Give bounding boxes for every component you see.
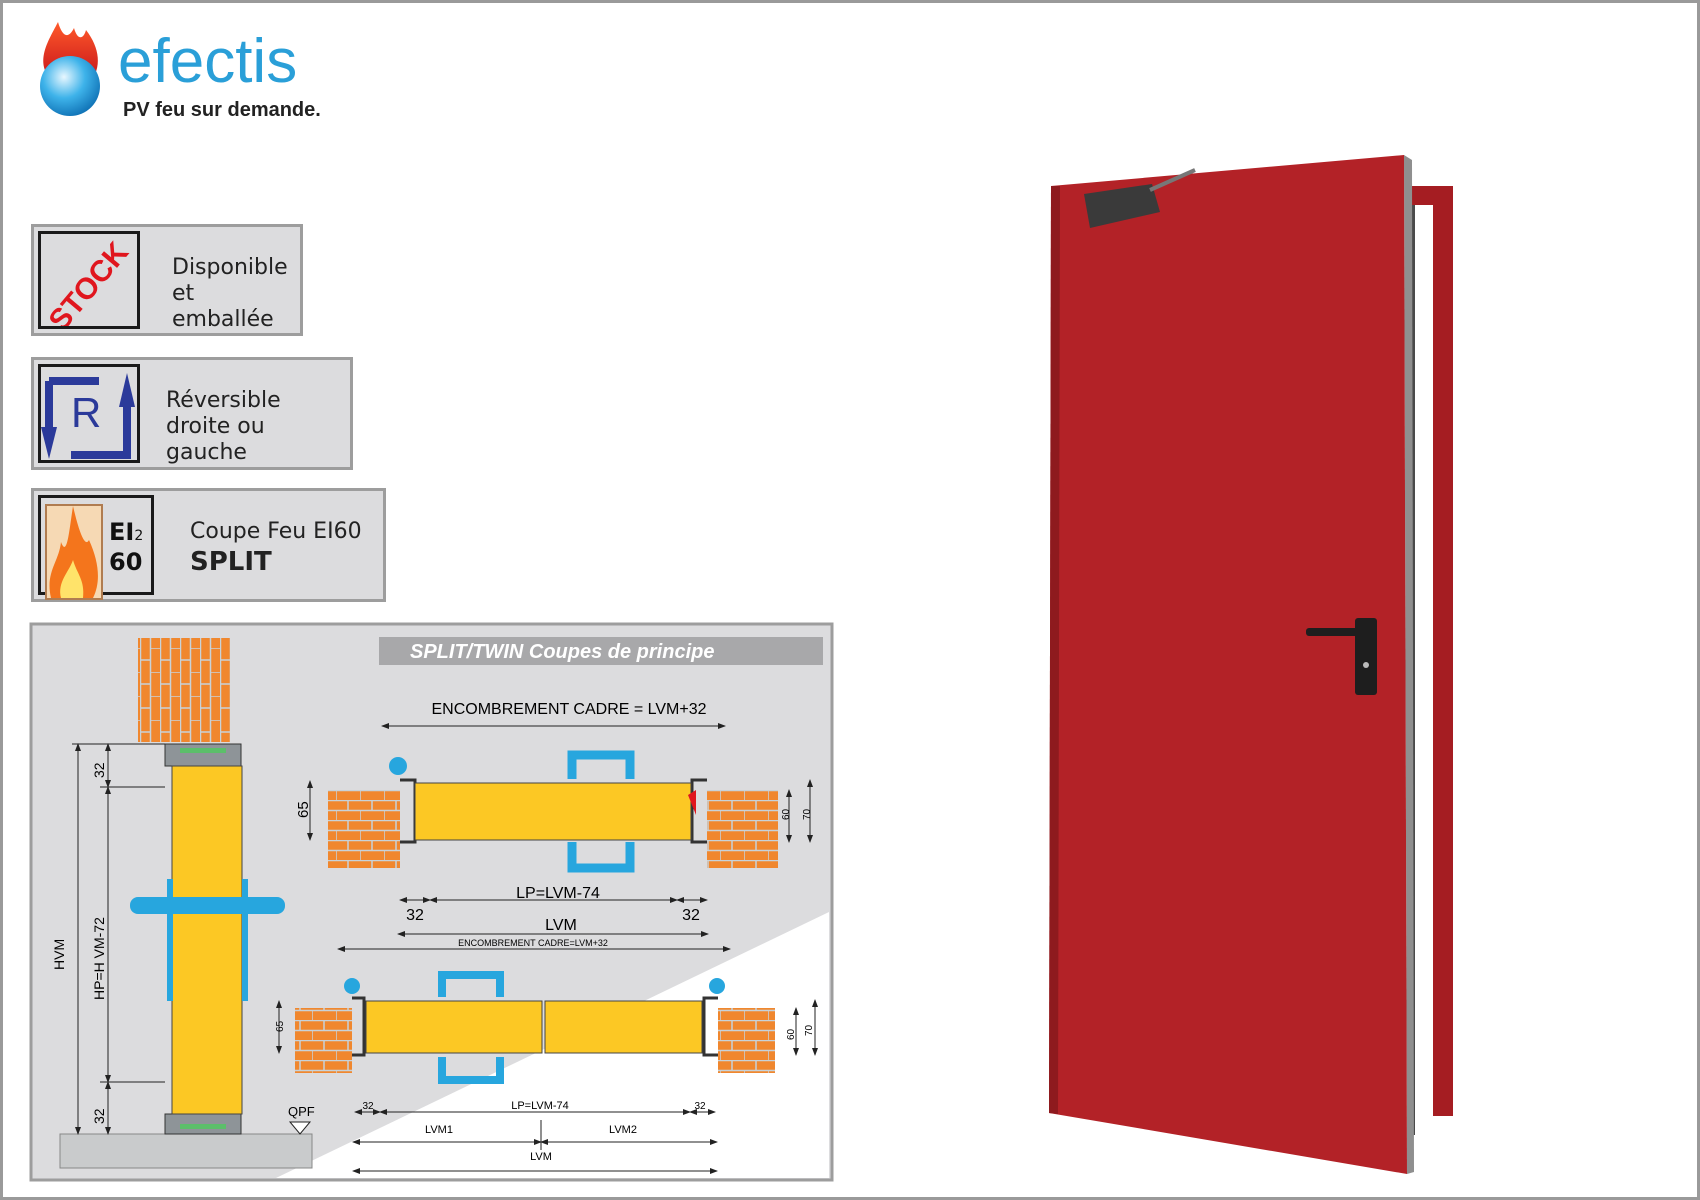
fire-icon-sub: 2 — [134, 528, 144, 544]
vertical-section: HVM HP=H VM-72 32 32 QPF — [51, 638, 315, 1169]
fire-icon-60: 60 — [109, 548, 143, 576]
water-drop-icon — [40, 56, 100, 116]
single-h65-label: 65 — [295, 801, 312, 818]
single-h70-label: 70 — [802, 808, 813, 820]
fire-door-image — [1049, 155, 1453, 1174]
single-encombrement-label: ENCOMBREMENT CADRE = LVM+32 — [431, 701, 706, 718]
stock-icon: STOCK — [38, 231, 140, 329]
gap-bottom-label: 32 — [91, 1108, 107, 1124]
double-left32-label: 32 — [362, 1101, 374, 1112]
section-diagram-panel: SPLIT/TWIN Coupes de principe HVM HP=H V… — [29, 622, 834, 1182]
double-lvm1-label: LVM1 — [425, 1124, 453, 1136]
double-h70-label: 70 — [804, 1024, 815, 1036]
reversible-icon-text: R — [71, 389, 102, 436]
reversible-icon: R — [38, 364, 140, 463]
single-right32-label: 32 — [682, 907, 700, 924]
single-h60-label: 60 — [781, 808, 792, 820]
double-h60-label: 60 — [786, 1028, 797, 1040]
feature-stock-line1: Disponible — [172, 255, 288, 280]
door-handle-icon — [1306, 618, 1377, 695]
double-lvm-label: LVM — [530, 1151, 552, 1163]
double-leaf-section: ENCOMBREMENT CADRE=LVM+32 65 60 70 32 LP… — [275, 938, 818, 1174]
single-lvm-label: LVM — [545, 917, 577, 934]
efectis-logo: efectis PV feu sur demande. — [40, 22, 321, 121]
double-lp-label: LP=LVM-74 — [511, 1100, 569, 1112]
fire-door-icon: EI2 60 — [38, 495, 154, 600]
feature-fire-line1: Coupe Feu EI60 — [190, 519, 362, 544]
feature-stock-line2: et emballée — [172, 281, 274, 332]
single-leaf-section: ENCOMBREMENT CADRE = LVM+32 65 60 70 LP=… — [295, 701, 813, 937]
fire-icon-ei: EI — [109, 518, 135, 546]
single-lp-label: LP=LVM-74 — [516, 885, 600, 902]
double-lvm2-label: LVM2 — [609, 1124, 637, 1136]
double-h65-label: 65 — [275, 1020, 286, 1032]
feature-fire-line2: SPLIT — [190, 547, 272, 577]
diagram-title-bar — [379, 637, 823, 665]
hvm-label: HVM — [51, 939, 67, 970]
qpf-label: QPF — [288, 1104, 315, 1119]
diagram-title: SPLIT/TWIN Coupes de principe — [410, 641, 714, 663]
door-closer-icon — [1084, 168, 1196, 228]
logo-tagline: PV feu sur demande. — [123, 99, 321, 121]
double-encombrement-label: ENCOMBREMENT CADRE=LVM+32 — [458, 938, 608, 948]
double-right32-label: 32 — [694, 1101, 706, 1112]
logo-brand: efectis — [118, 27, 297, 96]
feature-reversible-line1: Réversible — [166, 388, 281, 413]
gap-top-label: 32 — [91, 762, 107, 778]
feature-reversible-line2: droite ou gauche — [166, 414, 265, 465]
hp-label: HP=H VM-72 — [91, 917, 107, 1000]
single-left32-label: 32 — [406, 907, 424, 924]
